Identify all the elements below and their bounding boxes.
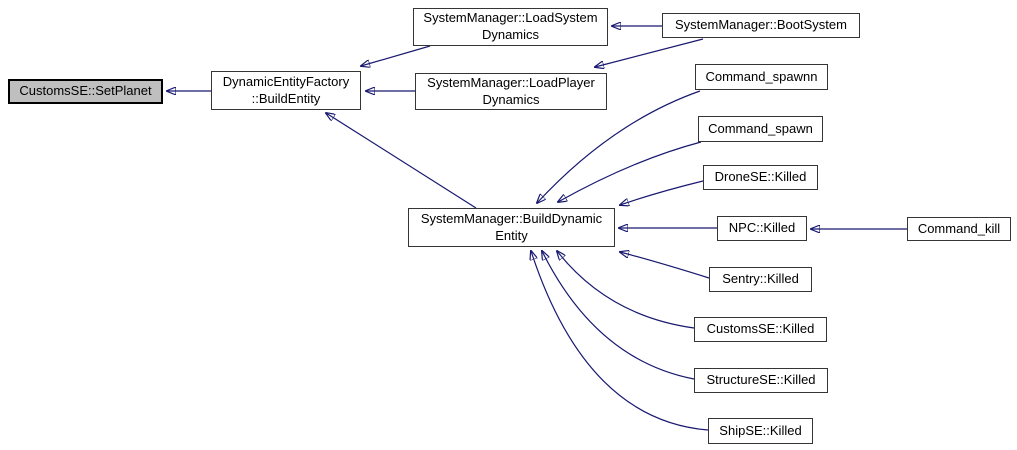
node-sentry-killed[interactable]: Sentry::Killed: [709, 267, 812, 292]
edge-bootsystem-loadplayer: [595, 38, 704, 67]
edge-structure-builddynamic: [542, 251, 695, 380]
node-systemmanager-builddynamicentity[interactable]: SystemManager::BuildDynamic Entity: [408, 208, 615, 247]
node-label: ShipSE::Killed: [719, 422, 802, 438]
node-label: SystemManager::BuildDynamic Entity: [420, 210, 603, 243]
edge-customskilled-builddynamic: [557, 251, 695, 329]
node-label: CustomsSE::Killed: [706, 321, 815, 337]
node-command-spawn[interactable]: Command_spawn: [698, 116, 823, 142]
node-label: SystemManager::LoadSystem Dynamics: [423, 10, 598, 42]
node-label: SystemManager::LoadPlayer Dynamics: [427, 74, 595, 107]
node-customsse-killed[interactable]: CustomsSE::Killed: [694, 317, 827, 342]
edge-loadsystem-buildentity: [361, 45, 431, 66]
node-label: Command_spawnn: [705, 68, 818, 84]
node-dynamicentityfactory-buildentity[interactable]: DynamicEntityFactory ::BuildEntity: [211, 71, 361, 110]
node-label: DroneSE::Killed: [714, 169, 807, 185]
edge-spawn-builddynamic: [558, 141, 702, 202]
node-shipse-killed[interactable]: ShipSE::Killed: [708, 418, 813, 444]
node-label: Command_spawn: [708, 120, 813, 136]
edge-drone-builddynamic: [620, 180, 704, 205]
node-label: Command_kill: [917, 220, 1001, 236]
node-structurese-killed[interactable]: StructureSE::Killed: [694, 368, 828, 393]
edge-sentry-builddynamic: [620, 252, 710, 279]
node-label: NPC::Killed: [728, 220, 796, 236]
node-dronese-killed[interactable]: DroneSE::Killed: [703, 165, 818, 190]
node-command-kill[interactable]: Command_kill: [907, 217, 1011, 241]
node-label: StructureSE::Killed: [706, 372, 816, 388]
edge-ship-builddynamic: [531, 251, 709, 431]
edge-builddynamic-buildentity: [326, 113, 477, 209]
node-systemmanager-bootsystem[interactable]: SystemManager::BootSystem: [662, 13, 860, 38]
edge-spawnn-builddynamic: [537, 90, 701, 203]
node-systemmanager-loadplayerdynamics[interactable]: SystemManager::LoadPlayer Dynamics: [415, 73, 607, 110]
node-label: DynamicEntityFactory ::BuildEntity: [222, 73, 350, 106]
node-systemmanager-loadsystemdynamics[interactable]: SystemManager::LoadSystem Dynamics: [413, 8, 608, 46]
node-npc-killed[interactable]: NPC::Killed: [717, 216, 807, 241]
node-customsse-setplanet: CustomsSE::SetPlanet: [8, 79, 163, 104]
node-label: CustomsSE::SetPlanet: [19, 83, 152, 99]
node-label: SystemManager::BootSystem: [675, 17, 847, 33]
node-label: Sentry::Killed: [722, 271, 799, 287]
node-command-spawnn[interactable]: Command_spawnn: [695, 64, 828, 90]
